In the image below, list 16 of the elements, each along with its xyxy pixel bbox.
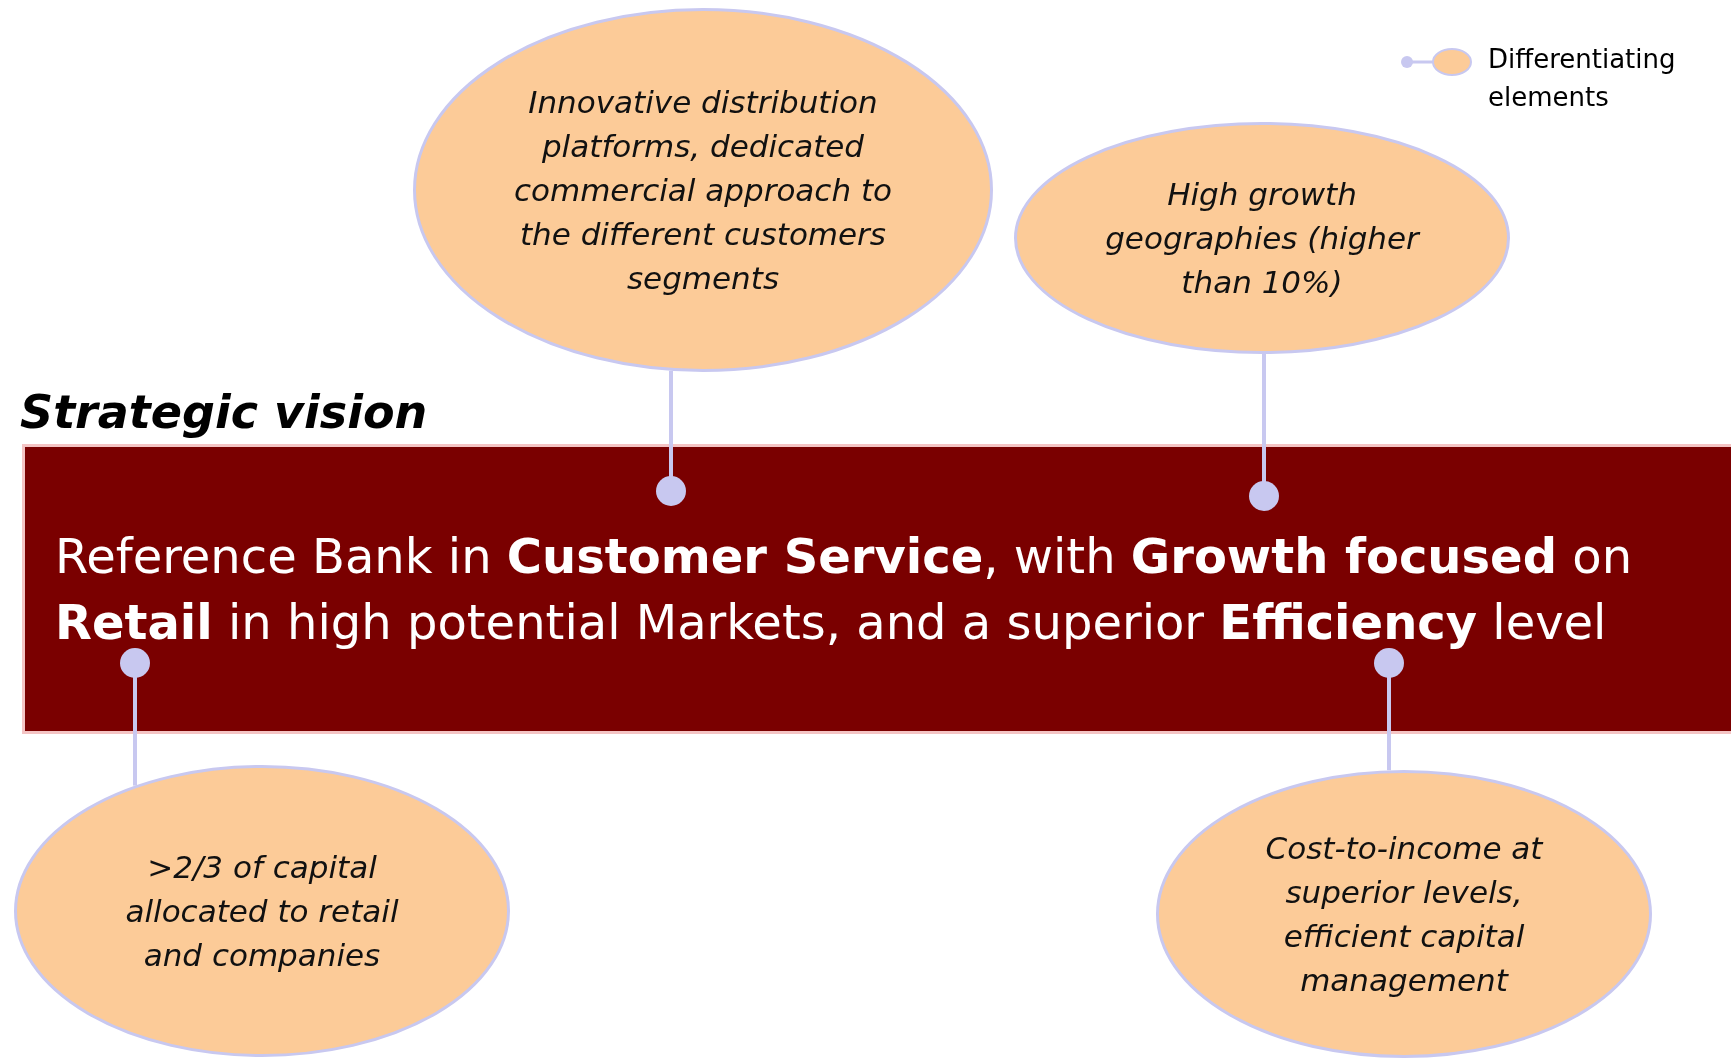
leader-line <box>120 648 150 786</box>
diagram-title: Strategic vision <box>20 386 428 438</box>
leader-line <box>1374 648 1404 771</box>
vision-banner <box>22 444 1731 734</box>
callout-ellipse <box>1014 122 1510 354</box>
legend-label: Differentiating elements <box>1488 43 1677 114</box>
leader-line <box>1249 354 1279 511</box>
callout-ellipse <box>14 765 510 1057</box>
callout-text: High growth geographies (higher than 10%) <box>1104 175 1422 302</box>
callout-text: Cost-to-income at superior levels, efficient capital management <box>1264 829 1545 1000</box>
vision-statement: Reference Bank in Customer Service, with Growth focused on Retail in high potential Markets, and a superior Efficiency level <box>55 527 1634 652</box>
callout-text: Innovative distribution platforms, dedicated commercial approach to the different customers segments <box>512 83 894 298</box>
callout-ellipse <box>1156 770 1652 1058</box>
callout-ellipse <box>413 8 993 372</box>
leader-line <box>656 370 686 506</box>
callout-text: >2/3 of capital allocated to retail and companies <box>124 848 400 975</box>
